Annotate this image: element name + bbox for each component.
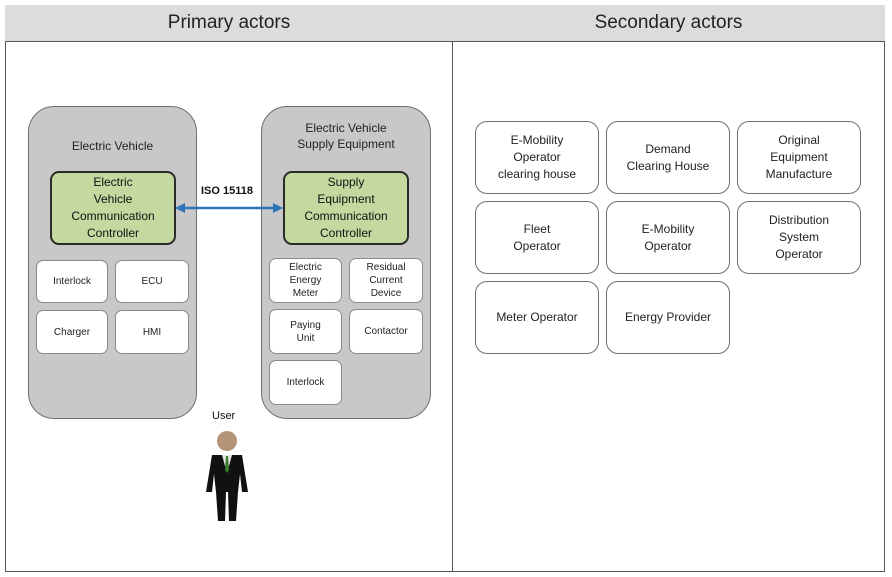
secondary-actors-header: Secondary actors (452, 5, 885, 42)
ev-charger-box: Charger (36, 310, 108, 354)
primary-actors-header: Primary actors (5, 5, 453, 42)
evse-interlock-box: Interlock (269, 360, 342, 405)
primary-actors-title: Primary actors (167, 12, 291, 33)
e-mobility-operator-box: E-Mobility Operator (606, 201, 730, 274)
iso-15118-label: ISO 15118 (201, 185, 253, 197)
user-label: User (212, 410, 236, 422)
user-figure-icon (206, 431, 248, 521)
ev-interlock-box: Interlock (36, 260, 108, 303)
supply-equipment-communication-controller: Supply Equipment Communication Controlle… (283, 171, 409, 245)
fleet-operator-box: Fleet Operator (475, 201, 599, 274)
ev-ecu-box: ECU (115, 260, 189, 303)
demand-clearing-house-box: Demand Clearing House (606, 121, 730, 194)
electric-vehicle-title: Electric Vehicle (71, 139, 154, 153)
evse-title: Electric Vehicle Supply Equipment (297, 121, 395, 151)
distribution-system-operator-box: Distribution System Operator (737, 201, 861, 274)
meter-operator-box: Meter Operator (475, 281, 599, 354)
ev-hmi-box: HMI (115, 310, 189, 354)
evse-residual-current-device-box: Residual Current Device (349, 258, 423, 303)
e-mobility-operator-clearing-house-box: E-Mobility Operator clearing house (475, 121, 599, 194)
energy-provider-box: Energy Provider (606, 281, 730, 354)
ev-communication-controller: Electric Vehicle Communication Controlle… (50, 171, 176, 245)
evse-paying-unit-box: Paying Unit (269, 309, 342, 354)
evse-energy-meter-box: Electric Energy Meter (269, 258, 342, 303)
evse-contactor-box: Contactor (349, 309, 423, 354)
secondary-actors-title: Secondary actors (594, 12, 743, 33)
original-equipment-manufacture-box: Original Equipment Manufacture (737, 121, 861, 194)
